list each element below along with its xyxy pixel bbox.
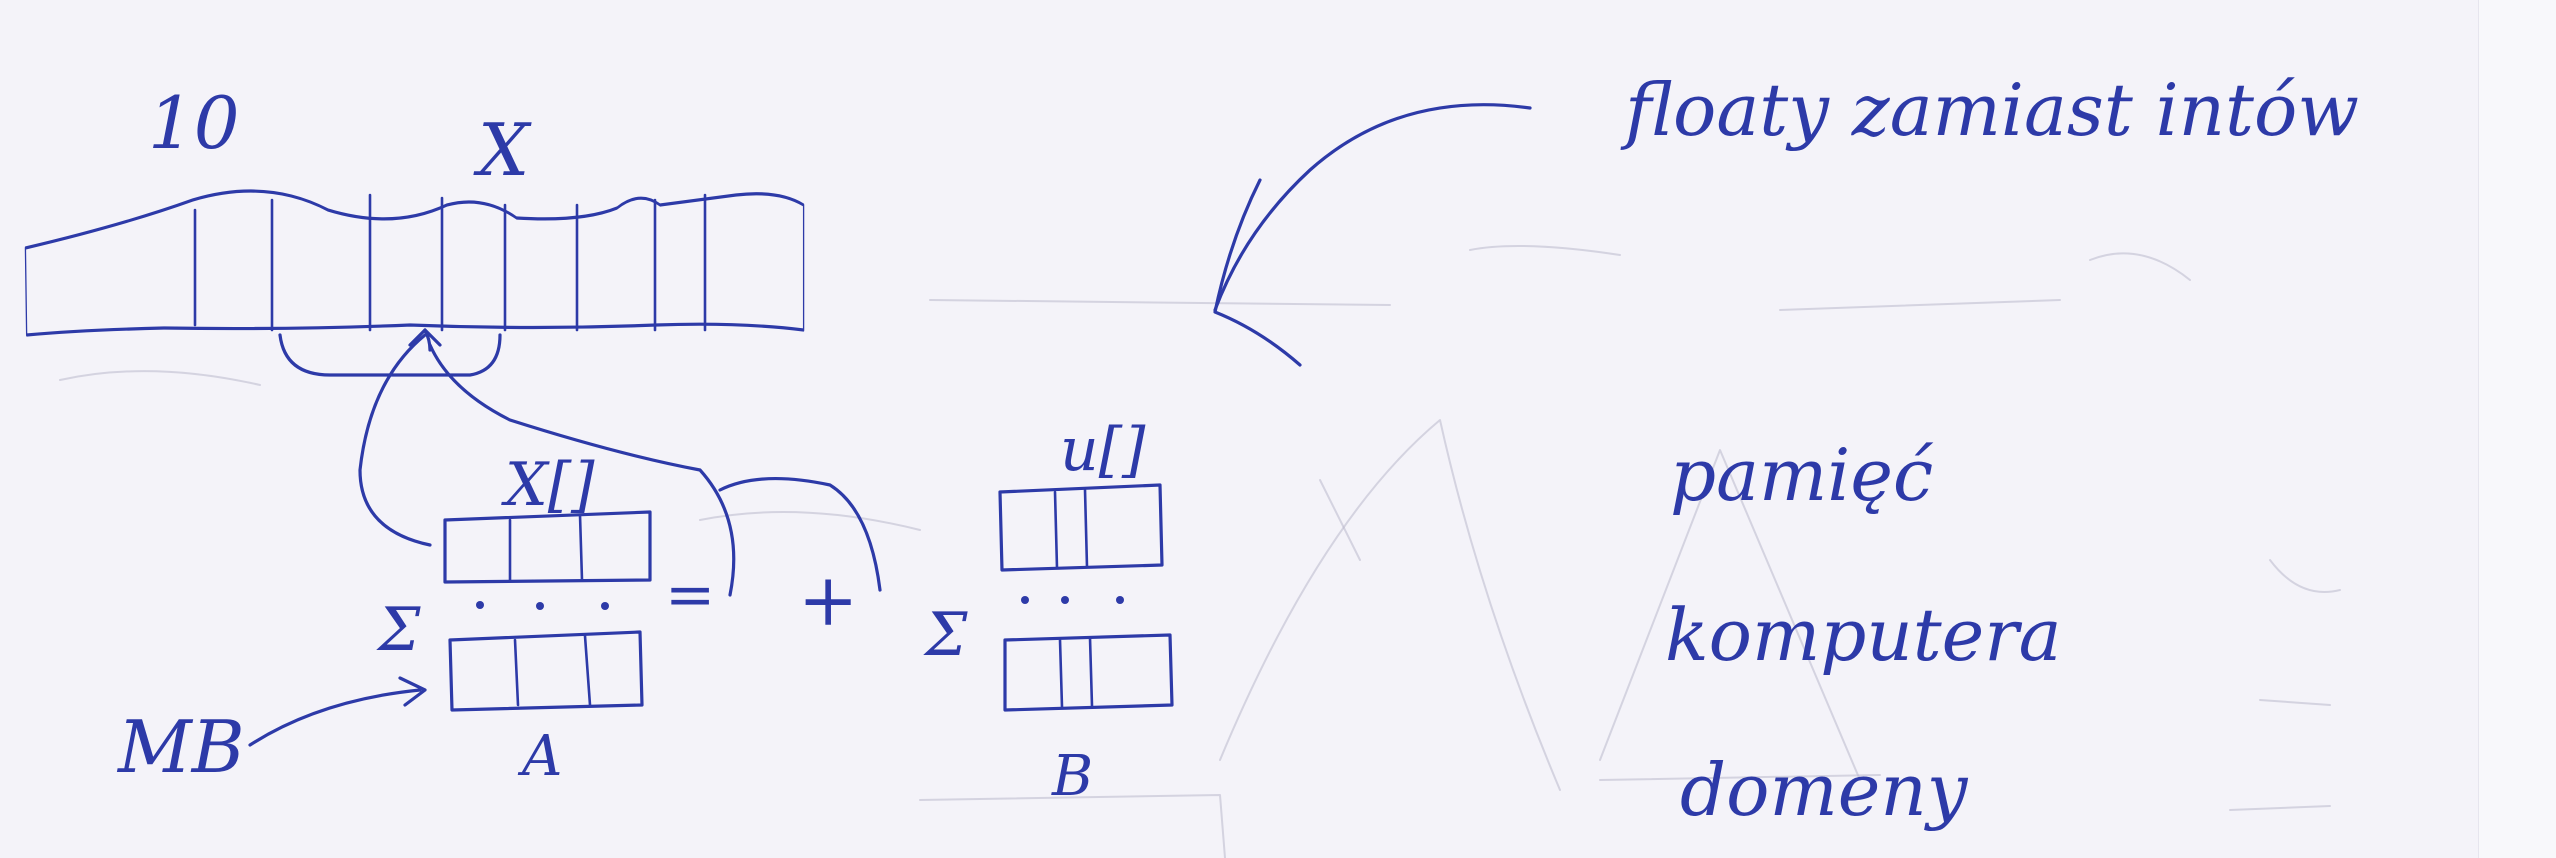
label-ten: 10 <box>148 81 240 165</box>
array-x-cells <box>193 193 707 332</box>
index-loop <box>278 328 502 377</box>
array-b <box>1003 633 1174 712</box>
array-x-bracket <box>443 510 652 584</box>
sigma-b: Σ <box>923 600 968 670</box>
note-floats-instead-of-ints: floaty zamiast intów <box>1620 68 2359 152</box>
array-a <box>448 630 644 712</box>
bleed-through-marks <box>59 245 2341 858</box>
label-x-top: X <box>473 108 532 192</box>
label-x-bracket: X[] <box>501 450 595 520</box>
dots-row-b <box>1021 596 1124 604</box>
array-u-bracket <box>998 483 1164 572</box>
array-x <box>24 189 805 337</box>
equals-sign: = <box>665 560 715 630</box>
plus-sign: + <box>798 558 858 642</box>
paper-edge <box>2478 0 2556 858</box>
sigma-a: Σ <box>376 595 421 665</box>
label-mb: MB <box>116 705 245 789</box>
label-u-bracket: u[] <box>1060 415 1146 485</box>
gather-arrows <box>358 328 882 597</box>
label-a: A <box>517 724 562 789</box>
note-domains: domeny <box>1680 748 1969 832</box>
label-b: B <box>1051 744 1093 809</box>
mb-arrow <box>248 676 427 747</box>
dots-row-a <box>476 601 609 610</box>
note-computer: komputera <box>1665 593 2062 677</box>
note-memory: pamięć <box>1670 433 1934 517</box>
note-arrow <box>1213 103 1532 367</box>
